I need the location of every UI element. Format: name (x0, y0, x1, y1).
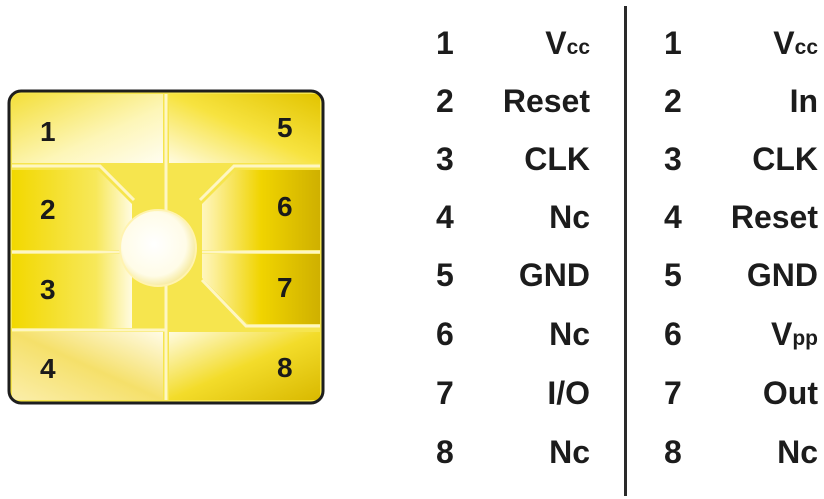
pin-number: 1 (664, 24, 682, 61)
pin-number: 5 (436, 256, 454, 293)
pin-signal: Nc (549, 433, 590, 470)
pin-number: 3 (664, 140, 682, 177)
pin-row: 8 Nc (436, 423, 590, 481)
pin-row: 6 Nc (436, 305, 590, 363)
pin-number: 7 (664, 374, 682, 411)
pin-signal: Vcc (773, 24, 818, 61)
pin-signal: CLK (752, 140, 818, 177)
pad-number-8: 8 (277, 352, 293, 383)
pin-row: 5 GND (664, 246, 818, 304)
contact-pad-6 (202, 170, 320, 250)
pin-number: 6 (436, 315, 454, 352)
pin-signal: In (789, 82, 818, 119)
pin-number: 8 (436, 433, 454, 470)
pin-row: 7 Out (664, 364, 818, 422)
pin-row: 3 CLK (436, 130, 590, 188)
smart-card-chip: 1 2 3 4 5 6 7 8 (7, 89, 325, 405)
pin-row: 4 Reset (664, 188, 818, 246)
pin-signal: Out (762, 374, 818, 411)
column-divider (624, 6, 627, 496)
pin-signal: Reset (502, 82, 590, 119)
pin-row: 8 Nc (664, 423, 818, 481)
pad-number-3: 3 (40, 274, 56, 305)
pin-row: 1 Vcc (436, 14, 590, 72)
pad-number-5: 5 (277, 112, 293, 143)
pad-number-6: 6 (277, 191, 293, 222)
contact-pad-2 (12, 170, 132, 250)
pin-signal: Nc (549, 315, 590, 352)
contact-pad-7 (202, 254, 320, 324)
pin-number: 2 (436, 82, 454, 119)
contact-pad-4 (12, 332, 163, 400)
pad-number-4: 4 (40, 353, 56, 384)
pin-signal: Nc (777, 433, 818, 470)
chip-center-die (119, 209, 197, 287)
pin-signal: GND (746, 256, 818, 293)
contact-pad-5 (169, 94, 320, 163)
pin-signal: Reset (730, 198, 818, 235)
pin-number: 8 (664, 433, 682, 470)
pin-signal: Vcc (545, 24, 590, 61)
pin-signal: Vpp (771, 315, 818, 352)
pin-row: 4 Nc (436, 188, 590, 246)
pin-row: 5 GND (436, 246, 590, 304)
pin-row: 2 Reset (436, 72, 590, 130)
pin-number: 5 (664, 256, 682, 293)
pin-number: 6 (664, 315, 682, 352)
contact-pad-3 (12, 254, 132, 328)
pin-number: 2 (664, 82, 682, 119)
pin-number: 3 (436, 140, 454, 177)
pad-number-1: 1 (40, 116, 56, 147)
pin-number: 7 (436, 374, 454, 411)
pin-number: 1 (436, 24, 454, 61)
pin-row: 1 Vcc (664, 14, 818, 72)
pin-number: 4 (664, 198, 682, 235)
pin-signal: Nc (549, 198, 590, 235)
pin-row: 2 In (664, 72, 818, 130)
pin-signal: CLK (524, 140, 590, 177)
pad-number-7: 7 (277, 272, 293, 303)
pin-row: 6 Vpp (664, 305, 818, 363)
pin-signal: GND (518, 256, 590, 293)
pin-signal: I/O (547, 374, 590, 411)
pad-number-2: 2 (40, 194, 56, 225)
contact-pad-1 (12, 94, 163, 163)
pin-row: 3 CLK (664, 130, 818, 188)
pin-row: 7 I/O (436, 364, 590, 422)
contact-pad-8 (169, 332, 320, 400)
pin-number: 4 (436, 198, 454, 235)
